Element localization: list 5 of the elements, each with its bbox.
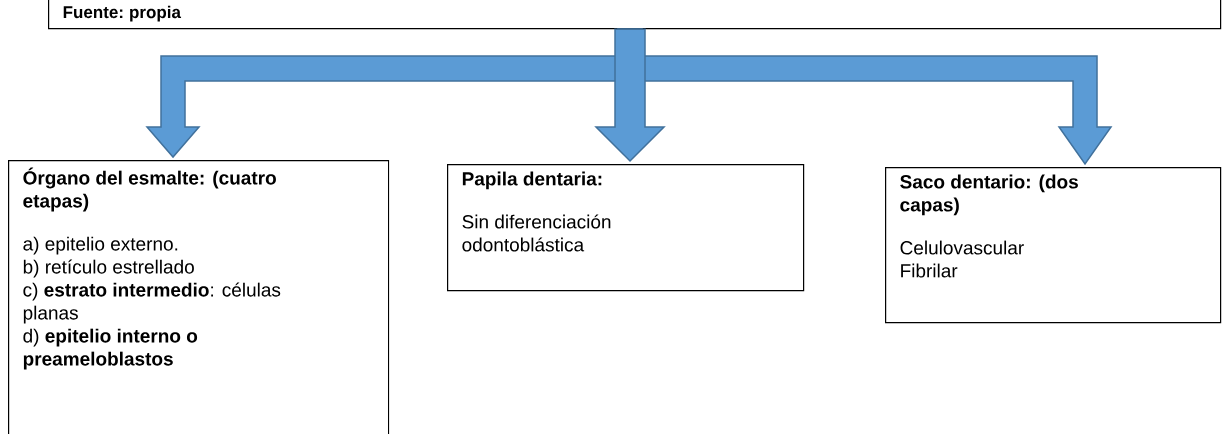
block-arrow: [594, 28, 666, 163]
text-box: Fuente: propia: [48, 0, 1222, 30]
text-box: Saco dentario: (dos capas) Celulovascular Fibrilar: [885, 167, 1222, 324]
text-box: Papila dentaria: Sin diferenciación odontoblástica: [447, 164, 805, 292]
text-box: Órgano del esmalte: (cuatro etapas) a) epitelio externo. b) retículo estrellado c) estrato intermedio: células planas d) epitelio interno o preameloblastos: [8, 160, 390, 434]
